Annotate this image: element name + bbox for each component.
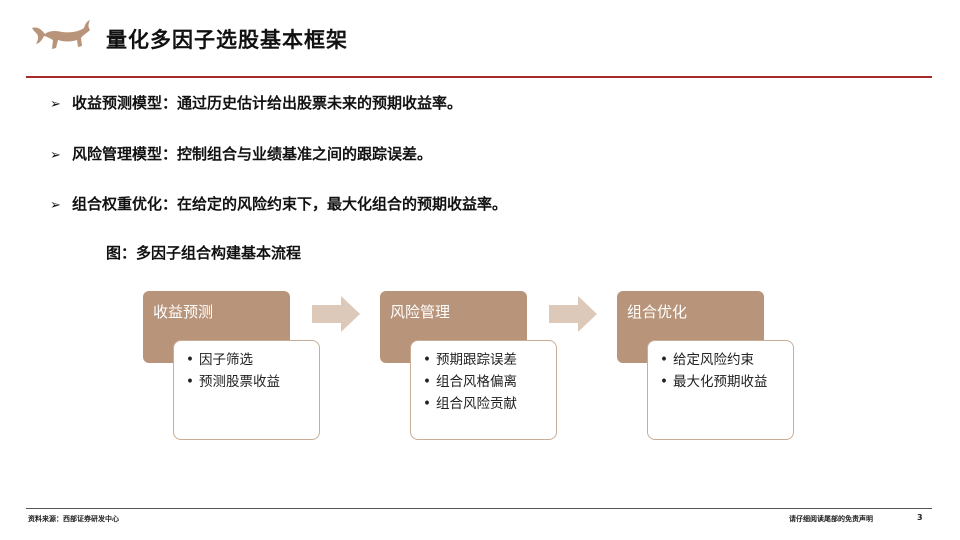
flow-arrow-icon [312, 296, 360, 332]
step-detail-item: 最大化预期收益 [660, 371, 787, 393]
bullet-text: 收益预测模型：通过历史估计给出股票未来的预期收益率。 [72, 94, 463, 112]
bullet-item: ➢ 组合权重优化：在给定的风险约束下，最大化组合的预期收益率。 [50, 193, 507, 214]
bullet-item: ➢ 收益预测模型：通过历史估计给出股票未来的预期收益率。 [50, 92, 462, 113]
step-detail-item: 组合风险贡献 [423, 393, 550, 415]
step-detail-item: 因子筛选 [186, 349, 313, 371]
step-detail-item: 预测股票收益 [186, 371, 313, 393]
figure-caption: 图：多因子组合构建基本流程 [106, 244, 302, 262]
step-title: 组合优化 [627, 303, 688, 321]
step-detail-item: 给定风险约束 [660, 349, 787, 371]
header-divider [26, 76, 932, 78]
arrow-bullet-icon: ➢ [50, 97, 61, 112]
bull-logo-icon [32, 20, 90, 49]
source-note: 资料来源：西部证券研发中心 [28, 515, 119, 523]
step-detail-box: 给定风险约束 最大化预期收益 [647, 340, 794, 440]
arrow-bullet-icon: ➢ [50, 198, 61, 213]
step-title: 风险管理 [390, 303, 451, 321]
bullet-item: ➢ 风险管理模型：控制组合与业绩基准之间的跟踪误差。 [50, 143, 432, 164]
footer-divider [26, 508, 932, 509]
step-detail-item: 预期跟踪误差 [423, 349, 550, 371]
disclaimer-note: 请仔细阅读尾部的免责声明 [789, 515, 873, 523]
flow-arrow-icon [549, 296, 597, 332]
step-detail-item: 组合风格偏离 [423, 371, 550, 393]
step-detail-box: 因子筛选 预测股票收益 [173, 340, 320, 440]
step-title: 收益预测 [153, 303, 214, 321]
bullet-text: 风险管理模型：控制组合与业绩基准之间的跟踪误差。 [72, 145, 433, 163]
arrow-bullet-icon: ➢ [50, 148, 61, 163]
bullet-text: 组合权重优化：在给定的风险约束下，最大化组合的预期收益率。 [72, 195, 508, 213]
step-detail-box: 预期跟踪误差 组合风格偏离 组合风险贡献 [410, 340, 557, 440]
page-title: 量化多因子选股基本框架 [106, 28, 348, 52]
page-number: 3 [917, 513, 923, 522]
